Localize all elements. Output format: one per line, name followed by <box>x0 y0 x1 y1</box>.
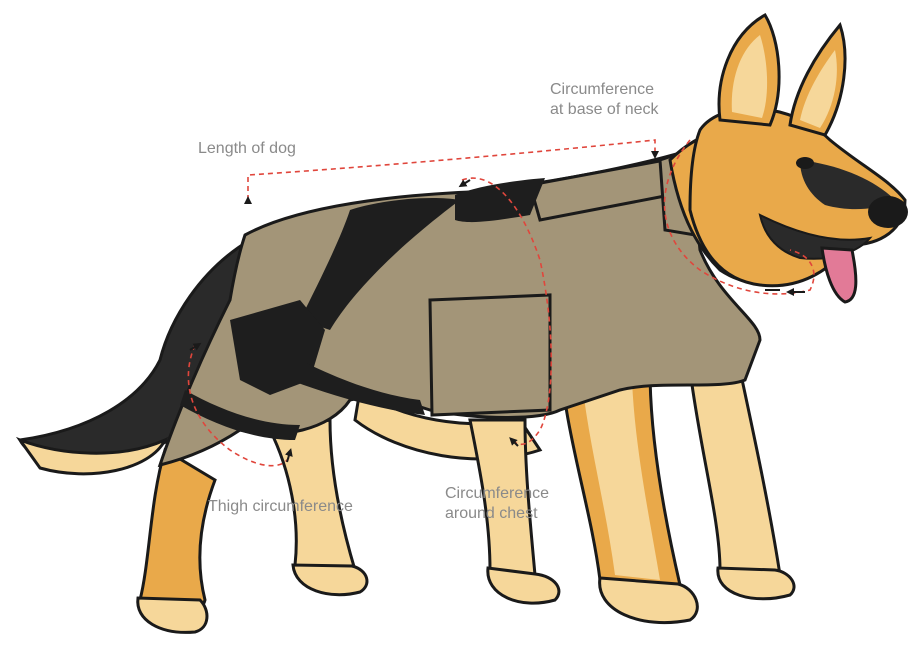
dog-rear-paw-right <box>293 565 367 595</box>
neck-measure-arrows <box>765 290 805 292</box>
length-label: Length of dog <box>198 139 296 159</box>
dog-front-paw-left <box>488 568 559 603</box>
dog-front-leg-far <box>690 370 780 589</box>
dog-eye <box>796 157 814 169</box>
neck-circumference-label: Circumference at base of neck <box>550 80 659 120</box>
dog-nose <box>868 196 908 228</box>
dog-tongue <box>822 248 856 302</box>
chest-label-line1: Circumference <box>445 484 549 504</box>
dog-front-paw-far <box>718 568 794 599</box>
chest-circumference-label: Circumference around chest <box>445 484 549 524</box>
chest-label-line2: around chest <box>445 504 549 524</box>
neck-label-line1: Circumference <box>550 80 659 100</box>
chest-measure-arrow-top <box>462 180 470 185</box>
dog-front-paw-right <box>600 578 698 623</box>
dog-rear-paw-left <box>138 598 207 632</box>
neck-label-line2: at base of neck <box>550 100 659 120</box>
thigh-circumference-label: Thigh circumference <box>208 497 353 517</box>
dog-rear-leg-left <box>140 450 215 615</box>
vest-pocket <box>430 295 550 415</box>
